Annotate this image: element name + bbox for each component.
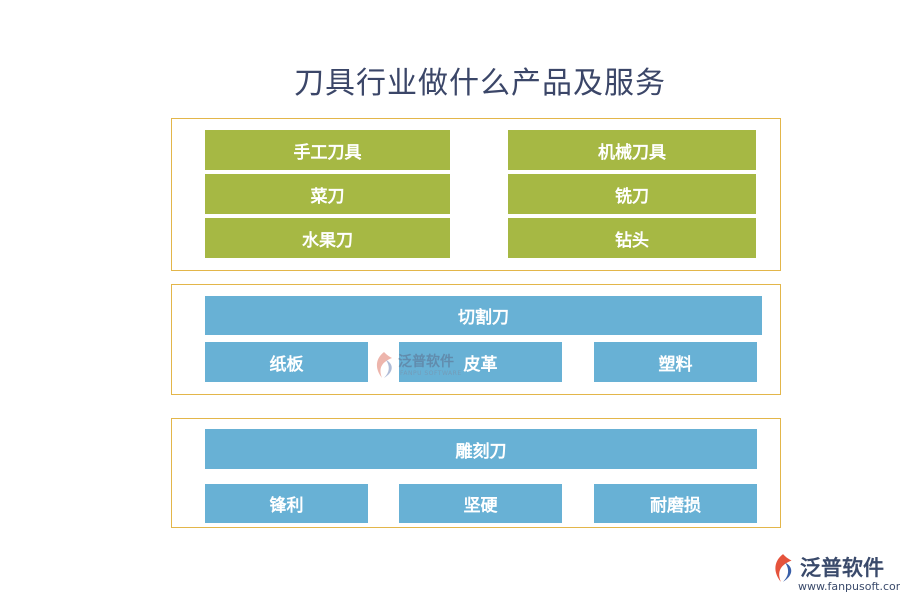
cutting-knife-item: 皮革 <box>399 342 562 382</box>
cutting-knife-item: 塑料 <box>594 342 757 382</box>
machine-tools-item: 钻头 <box>508 218 756 258</box>
carving-knife-item: 锋利 <box>205 484 368 523</box>
brand-logo: 泛普软件 www.fanpusoft.com <box>768 552 900 596</box>
machine-tools-item: 铣刀 <box>508 174 756 214</box>
carving-knife-item: 耐磨损 <box>594 484 757 523</box>
cutting-knife-header: 切割刀 <box>205 296 762 335</box>
brand-name: 泛普软件 <box>800 556 884 580</box>
watermark: 泛普软件 FANPU SOFTWARE <box>372 349 472 383</box>
page-title: 刀具行业做什么产品及服务 <box>294 66 666 101</box>
manual-tools-header: 手工刀具 <box>205 130 450 170</box>
manual-tools-item: 水果刀 <box>205 218 450 258</box>
manual-tools-item: 菜刀 <box>205 174 450 214</box>
watermark-name: 泛普软件 <box>398 354 454 370</box>
carving-knife-header: 雕刻刀 <box>205 429 757 469</box>
cutting-knife-item: 纸板 <box>205 342 368 382</box>
fanpu-logo-icon <box>775 554 792 582</box>
brand-url: www.fanpusoft.com <box>798 580 900 593</box>
fanpu-logo-icon <box>376 352 392 378</box>
carving-knife-item: 坚硬 <box>399 484 562 523</box>
machine-tools-header: 机械刀具 <box>508 130 756 170</box>
watermark-sub: FANPU SOFTWARE <box>400 370 462 377</box>
